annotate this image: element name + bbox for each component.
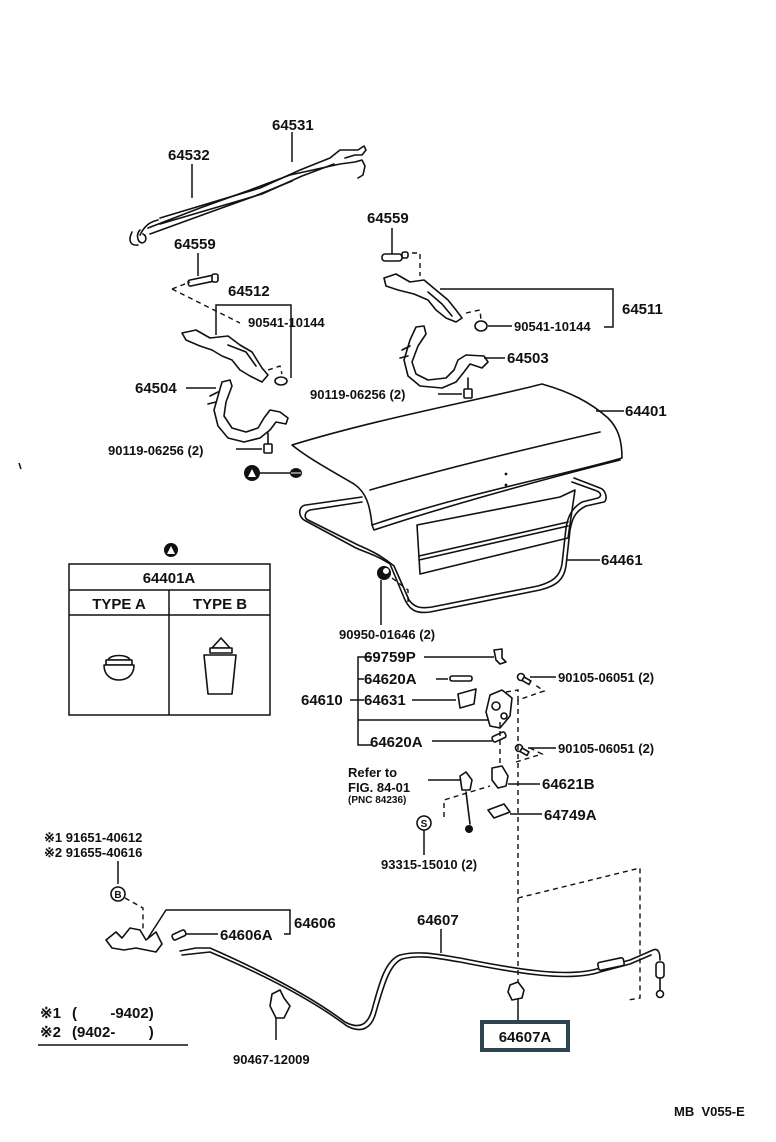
release-lever-64606[interactable]	[105, 927, 163, 953]
bolt-64559-left[interactable]	[187, 273, 219, 287]
refer-to-line2[interactable]: FIG. 84-01	[348, 780, 410, 795]
cushion-type-b-icon	[203, 637, 237, 695]
spring-64606A[interactable]	[171, 929, 187, 941]
legend-range-1: ( -9402)	[72, 1005, 154, 1022]
clip-69759P[interactable]	[493, 648, 507, 665]
cylinder-dashline	[443, 785, 491, 817]
note-b1: ※1 91651-40612	[44, 830, 142, 845]
label-90119-left: 90119-06256 (2)	[108, 443, 203, 458]
trunk-lid-64401[interactable]	[291, 383, 623, 575]
nut-90541-left[interactable]	[274, 376, 288, 386]
label-64511: 64511	[622, 301, 663, 318]
legend-mark-1: ※1	[40, 1005, 61, 1022]
hinge-64511[interactable]	[383, 273, 463, 323]
production-date-legend: ※1 ( -9402) ※2 (9402- )	[38, 1005, 188, 1046]
bracket-64606	[147, 909, 291, 939]
clamp-90467[interactable]	[269, 989, 291, 1019]
label-90541-right: 90541-10144	[514, 319, 591, 334]
refer-to-line3: (PNC 84236)	[348, 795, 406, 806]
label-64504: 64504	[135, 380, 177, 397]
label-64531: 64531	[272, 117, 314, 134]
label-64401: 64401	[625, 403, 667, 420]
weatherstrip-64461[interactable]	[298, 477, 607, 614]
label-64607: 64607	[417, 912, 459, 929]
label-64606A: 64606A	[220, 927, 273, 944]
bolt-90119-right[interactable]	[463, 377, 473, 399]
b-dashline	[124, 897, 144, 930]
label-90119-right: 90119-06256 (2)	[310, 387, 405, 402]
cushion-64401A[interactable]	[290, 468, 302, 478]
table-col-type-a: TYPE A	[92, 596, 146, 613]
label-64620A-bottom: 64620A	[370, 734, 423, 751]
screw-symbol-s: S	[416, 815, 432, 831]
label-64606: 64606	[294, 915, 336, 932]
label-90541-left: 90541-10144	[248, 315, 325, 330]
label-90105-top: 90105-06051 (2)	[558, 670, 654, 685]
legend-mark-2: ※2	[40, 1024, 61, 1041]
lock-assembly-64610[interactable]	[485, 689, 513, 729]
legend-range-2: (9402- )	[72, 1024, 154, 1041]
label-64512: 64512	[228, 283, 270, 300]
cable-dashline	[517, 867, 641, 1001]
bolt-90119-left[interactable]	[263, 432, 273, 454]
label-64620A-top: 64620A	[364, 671, 417, 688]
spring-64620A-top[interactable]	[449, 675, 473, 682]
lock-dashline-vertical	[499, 700, 544, 1000]
label-69759P: 69759P	[364, 649, 416, 666]
bracket-64610	[357, 656, 488, 746]
bracket-64511	[440, 288, 614, 328]
label-64559-left: 64559	[174, 236, 216, 253]
highlighted-part-64607A[interactable]: 64607A	[480, 1020, 570, 1052]
assembly-dashline	[171, 281, 241, 324]
clip-dashline	[391, 577, 409, 606]
label-64461: 64461	[601, 552, 643, 569]
assembly-dashline-right	[412, 252, 421, 276]
label-64749A: 64749A	[544, 807, 597, 824]
spring-64620A-bottom[interactable]	[491, 731, 507, 743]
hinge-arm-64503[interactable]	[399, 325, 489, 389]
bolt-symbol-b: B	[110, 886, 126, 902]
bolt-90105-bottom[interactable]	[514, 743, 530, 757]
hinge-arm-64504[interactable]	[207, 379, 289, 443]
label-90105-bottom: 90105-06051 (2)	[558, 741, 654, 756]
hinge-64512[interactable]	[181, 329, 269, 383]
cushion-type-a-icon	[103, 654, 135, 681]
bracket-64512	[215, 304, 292, 378]
nut-dashline-right	[465, 309, 482, 321]
label-64559-right: 64559	[367, 210, 409, 227]
label-64631: 64631	[364, 692, 406, 709]
release-cable-64607[interactable]	[179, 947, 665, 1031]
clip-90950[interactable]	[377, 566, 391, 580]
nut-90541-right[interactable]	[474, 320, 488, 332]
refer-to-line1: Refer to	[348, 765, 397, 780]
clamp-64607A[interactable]	[507, 981, 525, 1001]
label-90467: 90467-12009	[233, 1052, 310, 1067]
label-64621B: 64621B	[542, 776, 595, 793]
label-64610: 64610	[301, 692, 343, 709]
label-64503: 64503	[507, 350, 549, 367]
table-col-type-b: TYPE B	[193, 596, 247, 613]
svg-text:S: S	[421, 819, 428, 830]
nut-dashline-left	[267, 365, 283, 375]
triangle-reference-symbol	[244, 465, 260, 481]
cushion-64749A[interactable]	[487, 803, 511, 819]
striker-64621B[interactable]	[491, 765, 509, 789]
scan-artifact	[18, 462, 22, 470]
lock-cylinder[interactable]	[459, 771, 473, 833]
torsion-bar-64532[interactable]	[129, 159, 366, 246]
svg-text:B: B	[114, 890, 121, 901]
label-93315: 93315-15010 (2)	[381, 857, 477, 872]
figure-code: MB V055-E	[674, 1104, 745, 1119]
lever-64631[interactable]	[457, 688, 477, 709]
table-part-number: 64401A	[143, 570, 196, 587]
bolt-64559-right[interactable]	[381, 251, 409, 262]
label-64607A[interactable]: 64607A	[499, 1029, 552, 1046]
label-90950: 90950-01646 (2)	[339, 627, 435, 642]
note-b2: ※2 91655-40616	[44, 845, 142, 860]
type-a-b-table: 64401A TYPE A TYPE B	[68, 543, 271, 716]
bolt-90105-top[interactable]	[516, 672, 532, 686]
label-64532: 64532	[168, 147, 210, 164]
